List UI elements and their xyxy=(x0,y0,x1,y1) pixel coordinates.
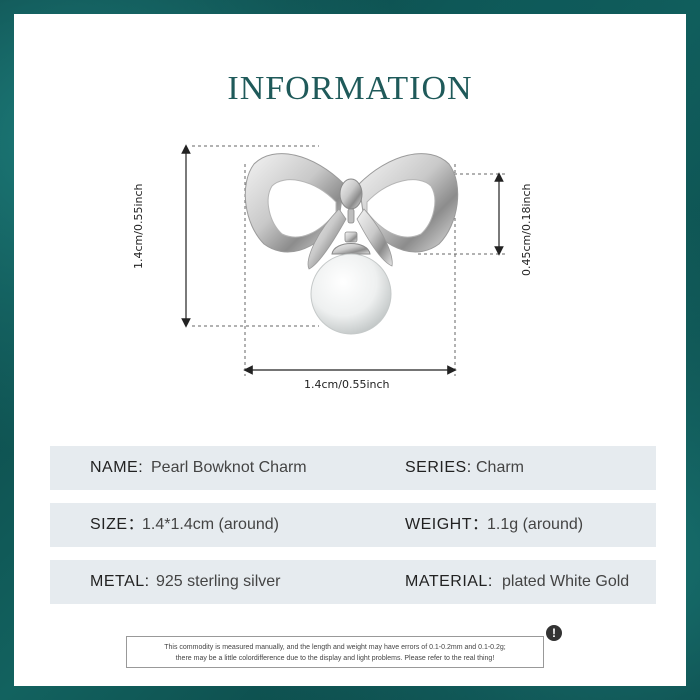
height-dimension-label: 1.4cm/0.55inch xyxy=(132,183,145,269)
spec-row-size: SIZE： 1.4*1.4cm (around) WEIGHT： 1.1g (a… xyxy=(50,503,656,547)
measurement-notice: This commodity is measured manually, and… xyxy=(126,636,544,668)
material-value: plated White Gold xyxy=(502,573,630,590)
size-value: 1.4*1.4cm (around) xyxy=(142,516,279,533)
size-label: SIZE： xyxy=(90,516,145,533)
series-value: Charm xyxy=(476,459,525,476)
product-diagram xyxy=(181,144,506,376)
metal-value: 925 sterling silver xyxy=(156,573,281,590)
notice-line-1: This commodity is measured manually, and… xyxy=(164,644,506,651)
material-label: MATERIAL: xyxy=(405,573,493,590)
weight-label: WEIGHT： xyxy=(405,516,489,533)
notice-line-2: there may be a little colordifference du… xyxy=(175,655,495,662)
info-card: INFORMATION xyxy=(14,14,686,686)
bow-charm-image xyxy=(244,153,459,335)
name-label: NAME: xyxy=(90,459,144,476)
width-dimension-label: 1.4cm/0.55inch xyxy=(304,378,390,391)
series-label: SERIES: xyxy=(405,459,472,476)
exclamation-icon: ! xyxy=(546,625,562,641)
weight-value: 1.1g (around) xyxy=(487,516,584,533)
name-value: Pearl Bowknot Charm xyxy=(151,459,307,476)
metal-label: METAL: xyxy=(90,573,150,590)
spec-row-metal: METAL: 925 sterling silver MATERIAL: pla… xyxy=(50,560,656,604)
spec-row-name: NAME: Pearl Bowknot Charm SERIES: Charm xyxy=(50,446,656,490)
loop-dimension-label: 0.45cm/0.18inch xyxy=(520,183,533,276)
page-title: INFORMATION xyxy=(227,70,473,107)
